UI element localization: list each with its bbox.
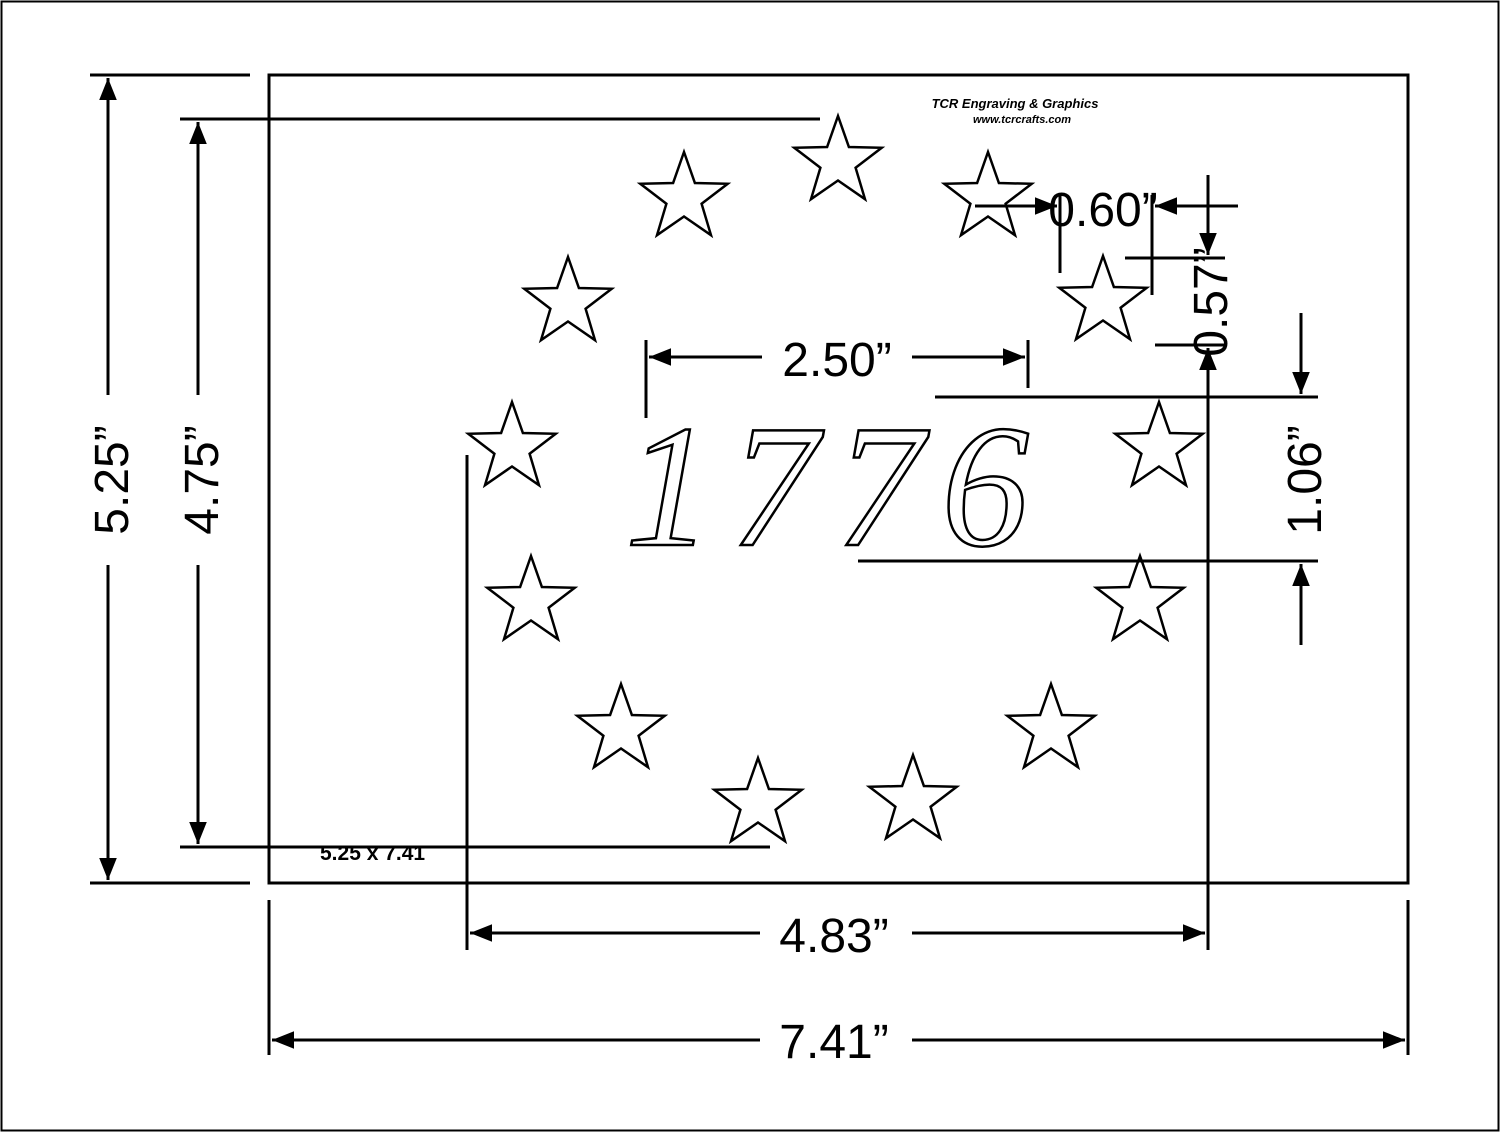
star-icon bbox=[520, 253, 616, 344]
size-note: 5.25 x 7.41 bbox=[320, 842, 425, 865]
dimension-year-height: 1.06” bbox=[858, 313, 1332, 645]
star-icon bbox=[1055, 252, 1151, 343]
star-icon bbox=[573, 680, 669, 771]
star-ring bbox=[464, 112, 1207, 845]
overall-height-label: 5.25” bbox=[86, 425, 139, 534]
star-icon bbox=[636, 148, 732, 239]
dimension-star-width: 0.60” bbox=[975, 184, 1238, 295]
star-icon bbox=[1003, 680, 1099, 771]
year-text: 1776 bbox=[625, 389, 1047, 583]
year-height-label: 1.06” bbox=[1279, 425, 1332, 534]
star-icon bbox=[710, 754, 806, 845]
stars-height-label: 4.75” bbox=[176, 425, 229, 534]
company-name: TCR Engraving & Graphics bbox=[932, 96, 1099, 111]
star-height-label: 0.57” bbox=[1185, 247, 1238, 356]
dimension-stars-width: 4.83” bbox=[465, 455, 1205, 963]
dimension-star-height: 0.57” bbox=[1125, 175, 1238, 950]
year-width-label: 2.50” bbox=[782, 334, 891, 387]
star-icon bbox=[865, 751, 961, 842]
star-icon bbox=[483, 552, 579, 643]
dimension-overall-width: 7.41” bbox=[267, 900, 1410, 1069]
star-icon bbox=[1092, 552, 1188, 643]
star-icon bbox=[1111, 398, 1207, 489]
stencil-outline bbox=[267, 73, 1410, 885]
star-icon bbox=[940, 148, 1036, 239]
stars-width-label: 4.83” bbox=[779, 910, 888, 963]
company-website: www.tcrcrafts.com bbox=[973, 114, 1071, 126]
dimension-year-width: 2.50” bbox=[644, 334, 1030, 418]
dimension-stars-height: 4.75” bbox=[176, 117, 820, 849]
star-icon bbox=[464, 398, 560, 489]
star-width-label: 0.60” bbox=[1048, 184, 1157, 237]
overall-width-label: 7.41” bbox=[779, 1016, 888, 1069]
star-icon bbox=[790, 112, 886, 203]
dimension-overall-height: 5.25” bbox=[86, 73, 250, 885]
